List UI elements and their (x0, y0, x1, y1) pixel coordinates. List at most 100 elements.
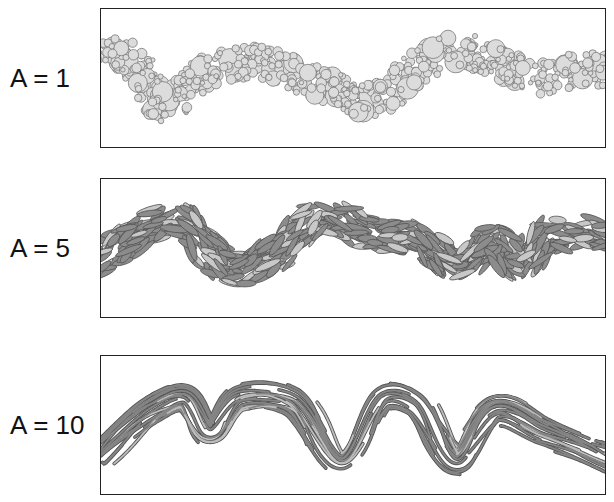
fiber-particle (592, 444, 605, 457)
sphere-particle (204, 55, 212, 63)
sphere-particle (462, 50, 469, 57)
sphere-particle (415, 48, 421, 54)
sphere-particle (565, 84, 573, 92)
sphere-particle (307, 84, 316, 93)
rod-particle (525, 221, 537, 246)
sphere-particle (266, 74, 272, 80)
rod-particle (358, 216, 379, 223)
sphere-particle (159, 103, 167, 111)
sphere-particle (373, 79, 387, 93)
sphere-particle (101, 56, 102, 65)
sphere-particle (266, 74, 272, 80)
rod-particle (527, 251, 554, 271)
fiber-particle (101, 395, 181, 456)
sphere-particle (214, 74, 219, 79)
rod-particle (591, 221, 605, 229)
rod-particle (497, 226, 524, 244)
sphere-particle (473, 68, 478, 73)
sphere-particle (103, 57, 109, 63)
rod-particle (449, 267, 477, 282)
fiber-particle (605, 453, 606, 459)
sphere-particle (418, 61, 429, 72)
sphere-particle (489, 69, 494, 74)
rod-particle (221, 277, 238, 286)
rod-particle (415, 245, 429, 268)
fiber-particle (464, 401, 551, 430)
sphere-particle (269, 63, 275, 69)
sphere-particle (193, 77, 200, 84)
fiber-particle (403, 394, 466, 463)
fiber-particle (375, 406, 436, 448)
sphere-particle (592, 52, 601, 61)
sphere-particle (329, 87, 339, 97)
panel-frame (100, 178, 606, 318)
sphere-particle (344, 90, 350, 96)
sphere-particle (497, 46, 504, 53)
sphere-particle (360, 104, 367, 111)
sphere-particle (570, 63, 581, 74)
sphere-particle (180, 78, 186, 84)
sphere-particle (135, 85, 142, 92)
sphere-particle (101, 50, 102, 55)
sphere-particle (436, 36, 442, 42)
fiber-particle (454, 403, 549, 455)
rod-particle (101, 237, 102, 263)
sphere-particle (173, 97, 178, 102)
sphere-particle (280, 74, 288, 82)
rod-particle (326, 213, 353, 233)
fiber-particle (601, 442, 605, 455)
sphere-particle (386, 96, 400, 110)
sphere-particle (535, 80, 541, 86)
sphere-particle (232, 45, 239, 52)
sphere-particle (375, 105, 383, 113)
sphere-particle (398, 86, 404, 92)
band-centerline (101, 50, 605, 106)
sphere-particle (536, 89, 545, 98)
rod-particle (285, 228, 304, 242)
sphere-particle (434, 71, 441, 78)
sphere-particle (375, 82, 386, 93)
sphere-particle (496, 57, 501, 62)
rod-particle (105, 232, 121, 249)
sphere-particle (512, 83, 517, 88)
sphere-particle (480, 63, 486, 69)
sphere-particle (583, 52, 590, 59)
sphere-particle (386, 87, 395, 96)
rod-particle (267, 233, 287, 257)
sphere-particle (446, 48, 451, 53)
rod-particle (591, 239, 605, 252)
particle-panel: A = 10 (0, 355, 606, 495)
rod-particle (150, 215, 167, 224)
sphere-particle (265, 48, 272, 55)
sphere-particle (451, 52, 458, 59)
fiber-particle (370, 393, 417, 411)
sphere-particle (175, 87, 181, 93)
sphere-particle (467, 42, 476, 51)
sphere-particle (187, 90, 196, 99)
sphere-particle (321, 69, 331, 79)
rod-particle (428, 258, 445, 278)
sphere-particle (112, 61, 120, 69)
sphere-particle (261, 59, 268, 66)
rod-particle (474, 223, 496, 232)
sphere-particle (407, 75, 422, 90)
rod-particle (472, 234, 495, 255)
sphere-particle (275, 61, 282, 68)
sphere-particle (132, 63, 142, 73)
rod-particle (386, 241, 409, 255)
fiber-particle (433, 402, 516, 459)
sphere-particle (338, 73, 342, 77)
sphere-particle (317, 84, 326, 93)
sphere-particle (562, 69, 569, 76)
sphere-particle (466, 65, 472, 71)
rod-particle (564, 228, 584, 234)
fiber-particle (312, 426, 362, 463)
band-centerline (101, 217, 605, 268)
sphere-particle (101, 56, 102, 62)
sphere-particle (359, 83, 365, 89)
sphere-particle (182, 94, 187, 99)
rod-particle (506, 258, 524, 269)
fiber-particle (101, 391, 211, 451)
sphere-particle (173, 86, 188, 101)
sphere-particle (596, 65, 604, 73)
